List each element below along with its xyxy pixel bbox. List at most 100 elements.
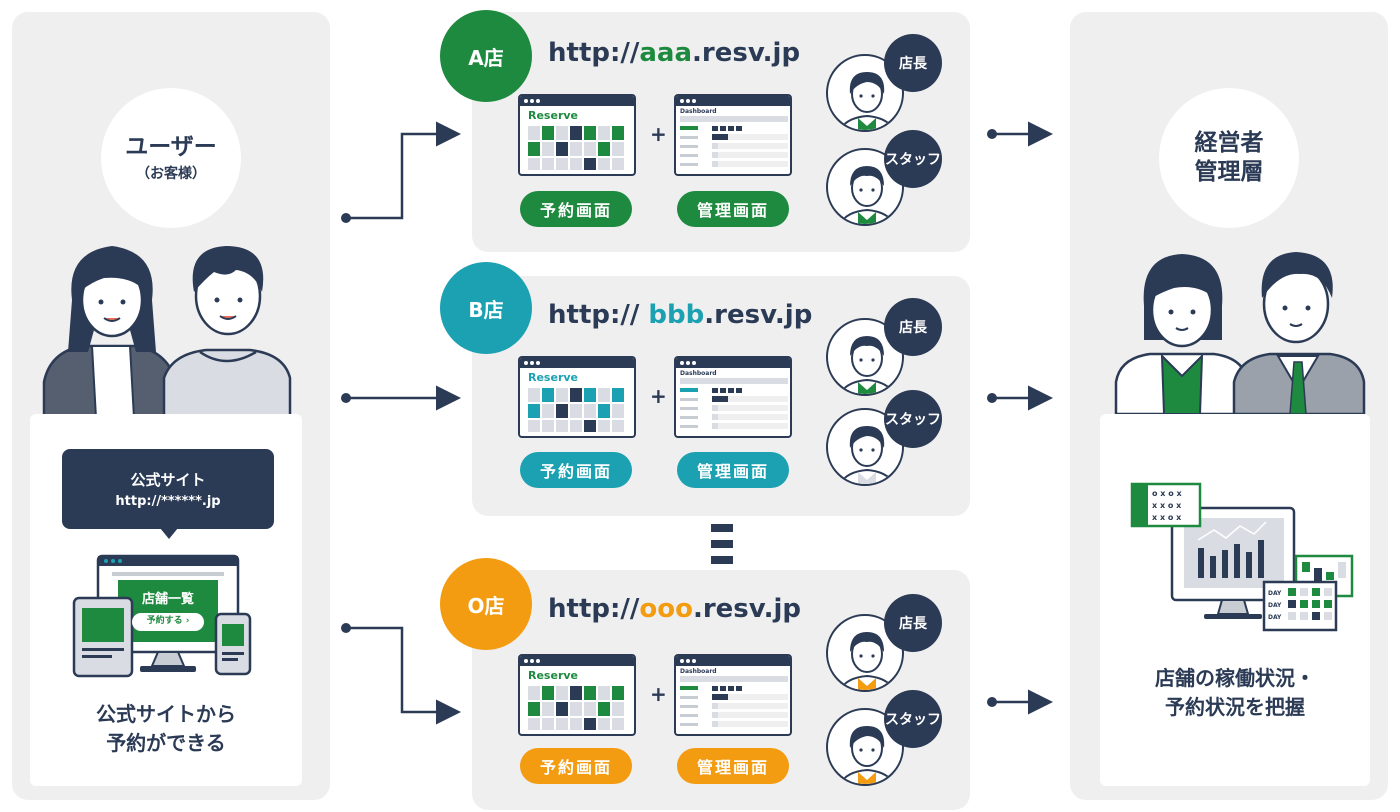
user-subtitle: （お客様） [136, 166, 206, 183]
store-o-badge: O店 [440, 558, 532, 650]
connector-to-store-a [341, 121, 461, 223]
store-o-url-suffix: .resv.jp [692, 594, 802, 624]
man-figure [162, 246, 292, 420]
store-o-reserve-grid [528, 686, 624, 730]
connector-to-store-o [341, 623, 461, 725]
avatar-person-icon [839, 632, 895, 690]
store-o-staff-avatar [826, 708, 904, 786]
store-b-reserve-pill[interactable]: 予約画面 [520, 452, 632, 488]
day-label-2: DAY [1268, 602, 1282, 609]
day-label-1: DAY [1268, 590, 1282, 597]
tablet-icon [72, 596, 134, 678]
store-o-admin-pill[interactable]: 管理画面 [677, 748, 789, 784]
user-title: ユーザー [125, 133, 217, 160]
store-b-admin-pill[interactable]: 管理画面 [677, 452, 789, 488]
store-a-dashboard-screen: Dashboard [674, 94, 792, 176]
store-a-reserve-grid [528, 126, 624, 170]
store-b-dashboard-table [680, 378, 788, 429]
store-o-reserve-pill[interactable]: 予約画面 [520, 748, 632, 784]
store-o-manager-badge: 店長 [884, 594, 942, 652]
female-executive-figure [1114, 254, 1250, 416]
user-caption: 公式サイトから 予約ができる [30, 700, 302, 758]
store-a-reserve-title: Reserve [528, 109, 578, 122]
user-caption-line2: 予約ができる [106, 731, 226, 755]
store-a-url-host: aaa [639, 38, 693, 68]
official-site-label: 公式サイト [130, 471, 206, 489]
store-b-dashboard-screen: Dashboard [674, 356, 792, 438]
store-a-manager-badge: 店長 [884, 34, 942, 92]
store-o-url[interactable]: http://ooo.resv.jp [548, 594, 801, 624]
store-b-reserve-grid [528, 388, 624, 432]
store-b-url[interactable]: http:// bbb.resv.jp [548, 300, 812, 330]
store-b-staff-badge: スタッフ [884, 390, 942, 448]
store-a-staff-badge: スタッフ [884, 130, 942, 188]
svg-text:o x o x: o x o x [1152, 489, 1183, 498]
avatar-person-icon [839, 426, 895, 484]
management-caption-line1: 店舗の稼働状況・ [1155, 666, 1315, 690]
calendar-grid-icon [1262, 554, 1354, 632]
continuation-bar-3 [711, 556, 733, 564]
continuation-bar-1 [711, 524, 733, 532]
store-b-manager-badge: 店長 [884, 298, 942, 356]
store-b-badge: B店 [440, 262, 532, 354]
avatar-person-icon [839, 726, 895, 784]
store-a-url[interactable]: http://aaa.resv.jp [548, 38, 800, 68]
avatar-person-icon [839, 336, 895, 394]
store-a-dashboard-table [680, 116, 788, 167]
analytics-monitor-icon [1170, 506, 1296, 619]
store-o-plus: + [650, 682, 667, 706]
store-a-url-suffix: .resv.jp [692, 38, 801, 68]
official-site-url: http://******.jp [115, 494, 221, 509]
schedule-table-icon: o x o x x x o x x x o x [1130, 482, 1202, 528]
male-executive-figure [1232, 252, 1366, 416]
user-title-circle: ユーザー （お客様） [101, 88, 241, 228]
reserve-button[interactable]: 予約する › [132, 613, 204, 631]
store-a-plus: + [650, 122, 667, 146]
store-b-url-suffix: .resv.jp [704, 300, 813, 330]
store-a-reserve-screen: Reserve [518, 94, 636, 176]
store-o-dashboard-screen: Dashboard [674, 654, 792, 736]
store-o-dashboard-table [680, 676, 788, 727]
store-b-plus: + [650, 384, 667, 408]
store-list-heading: 店舗一覧 [141, 592, 194, 607]
connector-store-a-to-management [987, 121, 1053, 147]
store-b-reserve-screen: Reserve [518, 356, 636, 438]
connector-to-store-b [341, 385, 461, 411]
management-title-line2: 管理層 [1194, 159, 1264, 185]
store-b-dashboard-title: Dashboard [680, 370, 717, 377]
user-caption-line1: 公式サイトから [96, 702, 236, 726]
avatar-person-icon [839, 166, 895, 224]
store-o-url-prefix: http:// [548, 594, 640, 624]
store-a-reserve-pill[interactable]: 予約画面 [520, 191, 632, 227]
store-b-url-host: bbb [648, 300, 705, 330]
store-o-staff-badge: スタッフ [884, 690, 942, 748]
connector-store-o-to-management [987, 689, 1053, 715]
store-o-manager-avatar [826, 614, 904, 692]
store-a-manager-avatar [826, 54, 904, 132]
store-o-reserve-screen: Reserve [518, 654, 636, 736]
store-a-admin-pill[interactable]: 管理画面 [677, 191, 789, 227]
day-label-3: DAY [1268, 614, 1282, 621]
store-a-badge: A店 [440, 10, 532, 102]
svg-text:x x o x: x x o x [1152, 501, 1182, 510]
store-o-url-host: ooo [639, 594, 693, 624]
connector-store-b-to-management [987, 385, 1053, 411]
store-b-url-prefix: http:// [548, 300, 649, 330]
smartphone-icon [214, 612, 252, 676]
store-a-url-prefix: http:// [548, 38, 640, 68]
management-caption-line2: 予約状況を把握 [1165, 695, 1305, 719]
store-b-reserve-title: Reserve [528, 371, 578, 384]
management-title-circle: 経営者 管理層 [1159, 88, 1299, 228]
continuation-bar-2 [711, 540, 733, 548]
management-title-line1: 経営者 [1194, 130, 1264, 157]
avatar-person-icon [839, 72, 895, 130]
official-site-bubble: 公式サイト http://******.jp [62, 449, 274, 539]
svg-text:x x o x: x x o x [1152, 513, 1182, 522]
store-a-dashboard-title: Dashboard [680, 108, 717, 115]
woman-figure [42, 246, 178, 420]
management-caption: 店舗の稼働状況・ 予約状況を把握 [1100, 664, 1370, 722]
